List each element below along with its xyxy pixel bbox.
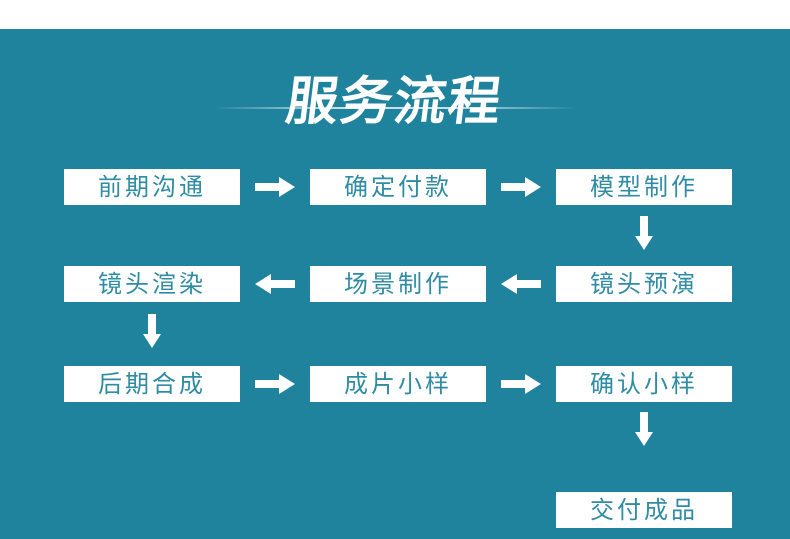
- arrow-right-icon: [501, 374, 541, 394]
- service-flow-panel: 服务流程 前期沟通 确定付款 模型制作 镜头预演 场景制作 镜头渲染 后期合成: [0, 29, 790, 539]
- arrow-down-icon: [635, 216, 653, 250]
- arrow-right-icon: [501, 177, 541, 197]
- flow-step-box: 镜头预演: [556, 266, 732, 302]
- top-white-strip: [0, 0, 790, 29]
- arrow-right-icon: [255, 177, 295, 197]
- arrow-down-icon: [635, 412, 653, 446]
- flow-step-box: 后期合成: [64, 366, 240, 402]
- arrow-left-icon: [501, 274, 541, 294]
- flow-step-box: 模型制作: [556, 169, 732, 205]
- page-title: 服务流程: [282, 72, 507, 132]
- flow-step-box: 成片小样: [310, 366, 486, 402]
- flow-step-box: 场景制作: [310, 266, 486, 302]
- flow-step-box: 确定付款: [310, 169, 486, 205]
- arrow-left-icon: [255, 274, 295, 294]
- flow-step-box: 镜头渲染: [64, 266, 240, 302]
- title-underline: [213, 107, 577, 109]
- flow-step-box: 确认小样: [556, 366, 732, 402]
- arrow-right-icon: [255, 374, 295, 394]
- arrow-down-icon: [143, 314, 161, 348]
- flow-step-box: 交付成品: [556, 492, 732, 528]
- flow-step-box: 前期沟通: [64, 169, 240, 205]
